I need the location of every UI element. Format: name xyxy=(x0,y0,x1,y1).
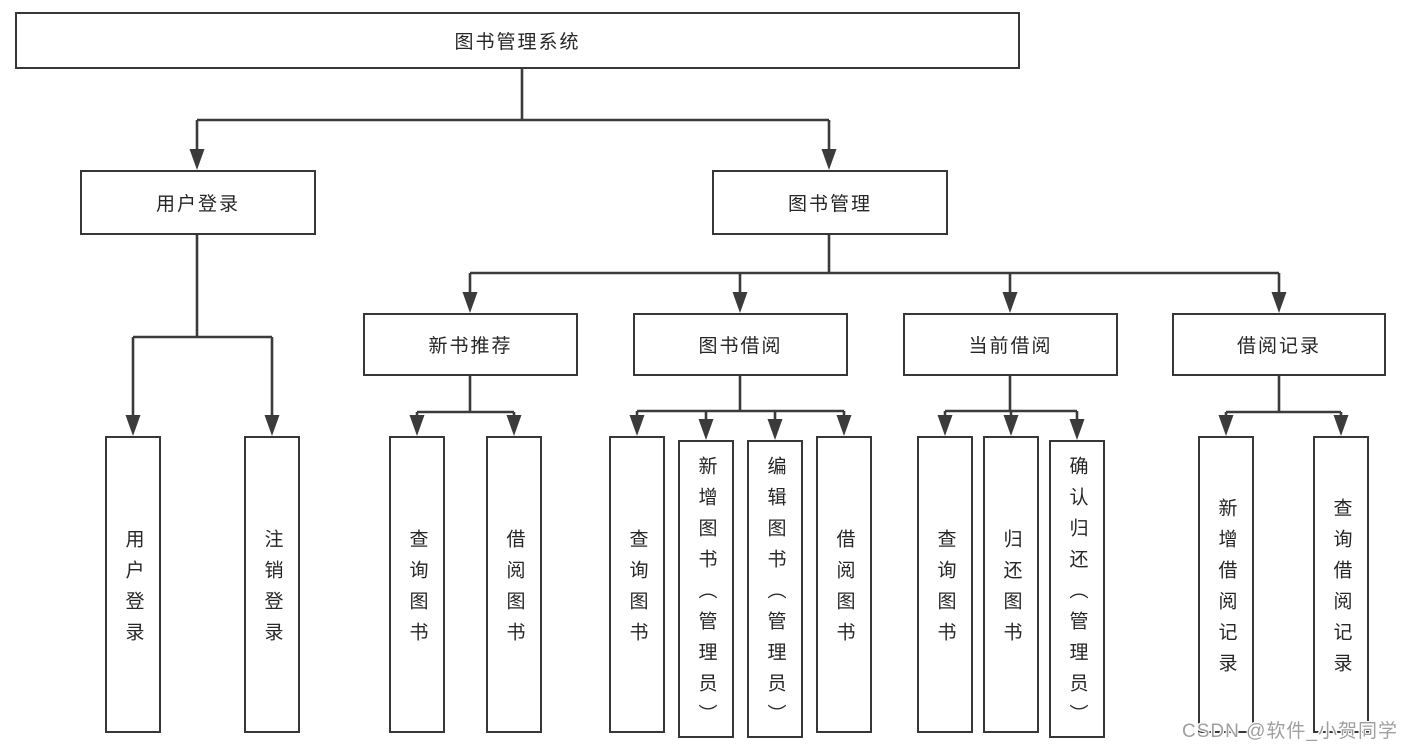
leaf-newbooks-query: 查询图书 xyxy=(389,436,445,733)
node-new-book-recommend: 新书推荐 xyxy=(363,313,578,376)
node-current-borrow-label: 当前借阅 xyxy=(968,336,1053,357)
connector-book-borrow-children xyxy=(635,376,846,421)
leaf-borrow-query-label: 查询图书 xyxy=(626,528,648,653)
node-book-borrow: 图书借阅 xyxy=(633,313,848,376)
node-user-login-label: 用户登录 xyxy=(155,194,240,215)
leaf-records-query-label: 查询借阅记录 xyxy=(1330,497,1352,684)
leaf-records-add: 新增借阅记录 xyxy=(1198,436,1254,733)
node-current-borrow: 当前借阅 xyxy=(903,313,1118,376)
leaf-current-return-label: 归还图书 xyxy=(1000,528,1022,653)
leaf-records-add-label: 新增借阅记录 xyxy=(1215,497,1237,684)
leaf-newbooks-borrow: 借阅图书 xyxy=(486,436,542,733)
csdn-watermark: CSDN @软件_小贺同学 xyxy=(1182,721,1398,742)
node-borrow-records-label: 借阅记录 xyxy=(1236,336,1321,357)
leaf-borrow-edit-admin: 编辑图书（管理员） xyxy=(747,440,803,738)
connector-book-mgmt-to-level3 xyxy=(468,235,1281,294)
leaf-logout-label: 注销登录 xyxy=(261,528,283,653)
connector-current-borrow-children xyxy=(943,376,1079,421)
leaf-current-query-label: 查询图书 xyxy=(934,528,956,653)
leaf-user-login: 用户登录 xyxy=(105,436,161,733)
leaf-borrow-edit-admin-label: 编辑图书（管理员） xyxy=(764,455,786,735)
connector-borrow-records-children xyxy=(1224,376,1343,418)
node-book-borrow-label: 图书借阅 xyxy=(698,336,783,357)
leaf-borrow-query: 查询图书 xyxy=(609,436,665,733)
leaf-newbooks-borrow-label: 借阅图书 xyxy=(503,528,525,653)
node-borrow-records: 借阅记录 xyxy=(1172,313,1386,376)
leaf-records-query: 查询借阅记录 xyxy=(1313,436,1369,733)
node-root-label: 图书管理系统 xyxy=(454,32,581,53)
connector-new-books-children xyxy=(415,376,516,418)
leaf-borrow-book-label: 借阅图书 xyxy=(833,528,855,653)
leaf-current-return: 归还图书 xyxy=(983,436,1039,733)
leaf-current-query: 查询图书 xyxy=(917,436,973,733)
leaf-borrow-book: 借阅图书 xyxy=(816,436,872,733)
node-new-book-recommend-label: 新书推荐 xyxy=(428,336,513,357)
leaf-current-confirm-return-admin: 确认归还（管理员） xyxy=(1049,440,1105,738)
connector-user-login-children xyxy=(131,235,274,418)
connector-root-to-level2 xyxy=(195,69,831,152)
leaf-borrow-add-admin: 新增图书（管理员） xyxy=(678,440,734,738)
leaf-user-login-label: 用户登录 xyxy=(122,528,144,653)
node-root: 图书管理系统 xyxy=(15,12,1020,69)
node-book-management-label: 图书管理 xyxy=(787,194,872,215)
node-book-management: 图书管理 xyxy=(712,170,948,235)
node-user-login: 用户登录 xyxy=(80,170,316,235)
leaf-borrow-add-admin-label: 新增图书（管理员） xyxy=(695,455,717,735)
leaf-logout: 注销登录 xyxy=(244,436,300,733)
leaf-current-confirm-return-admin-label: 确认归还（管理员） xyxy=(1066,455,1088,735)
leaf-newbooks-query-label: 查询图书 xyxy=(406,528,428,653)
